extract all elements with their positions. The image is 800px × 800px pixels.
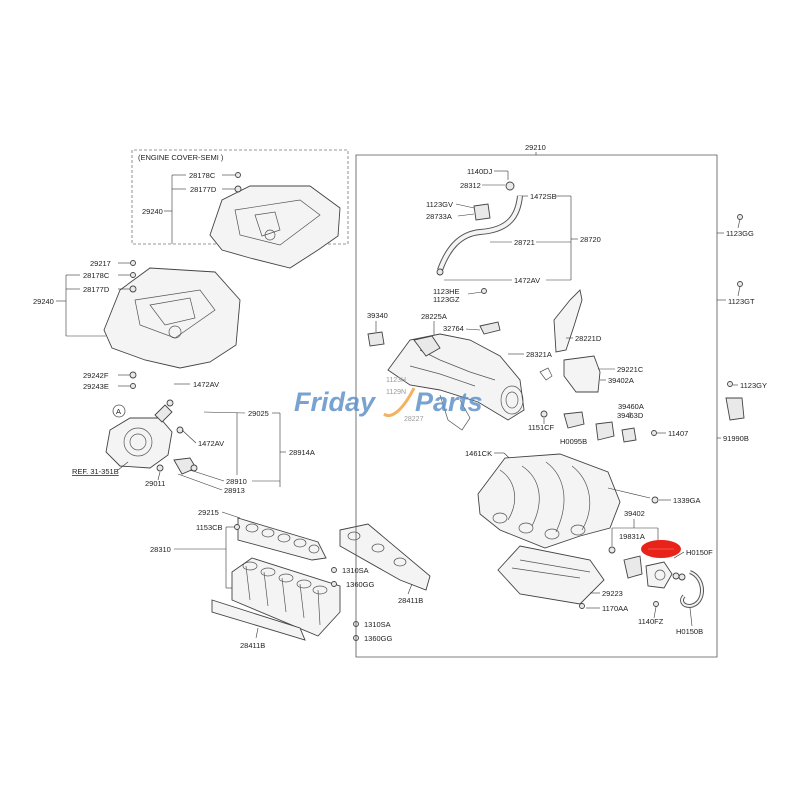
label-28227: 28227	[404, 416, 424, 423]
label-39402A: 39402A	[608, 376, 634, 385]
label-1123GY: 1123GY	[740, 381, 767, 390]
engine-cover-upper	[209, 185, 341, 269]
group-title: (ENGINE COVER-SEMI )	[138, 153, 224, 162]
label-1153CB: 1153CB	[196, 523, 223, 532]
label-1123GV: 1123GV	[426, 200, 453, 209]
label-28720: 28720	[580, 235, 601, 244]
label-29243E: 29243E	[83, 382, 109, 391]
label-28177D-a: 28177D	[190, 185, 217, 194]
bracket-29221C	[563, 355, 601, 393]
label-1140DJ: 1140DJ	[467, 167, 493, 176]
label-39402: 39402	[624, 509, 645, 518]
label-1310SA-b: 1310SA	[364, 620, 391, 629]
label-1123GZ: 1123GZ	[433, 295, 460, 304]
label-28178C-a: 28178C	[189, 171, 216, 180]
label-H0150B: H0150B	[676, 627, 703, 636]
label-1123GG: 1123GG	[726, 229, 754, 238]
label-28910: 28910	[226, 477, 247, 486]
label-28177D-b: 28177D	[83, 285, 110, 294]
label-1461CK: 1461CK	[465, 449, 492, 458]
right-bolts-group: 1123GG 1123GT	[717, 214, 755, 306]
engine-cover-lower: 29217 28178C 28177D 29240 29242F 29243E	[33, 259, 241, 391]
label-ref-31-351B: REF. 31-351B	[72, 467, 119, 476]
bottom-cover-29223	[497, 545, 605, 605]
upper-plenum-group: 1123HE 1123GZ 39340 28225A 32764 28321A …	[367, 287, 767, 446]
watermark-text-friday: Friday	[294, 387, 377, 417]
label-29240-b: 29240	[33, 297, 54, 306]
label-1360GG-b: 1360GG	[364, 634, 393, 643]
lower-intake-manifold	[231, 557, 341, 637]
label-28221D: 28221D	[575, 334, 602, 343]
label-28321A: 28321A	[526, 350, 552, 359]
label-28913: 28913	[224, 486, 245, 495]
label-1123H-ghost: 1123H	[386, 377, 406, 384]
label-1339GA: 1339GA	[673, 496, 701, 505]
watermark-text-parts: Parts	[415, 387, 483, 417]
label-1151CF: 1151CF	[528, 423, 555, 432]
label-28310: 28310	[150, 545, 171, 554]
purge-control-valve	[645, 561, 673, 589]
label-91990B: 91990B	[723, 434, 749, 443]
label-1472SB: 1472SB	[530, 192, 557, 201]
label-H0095B: H0095B	[560, 437, 587, 446]
main-assembly-box: 29210	[355, 143, 718, 658]
label-29242F: 29242F	[83, 371, 109, 380]
label-1310SA-a: 1310SA	[342, 566, 369, 575]
watermark: Friday Parts	[294, 387, 483, 417]
label-28312: 28312	[460, 181, 481, 190]
label-28411B-a: 28411B	[398, 596, 423, 605]
label-29215: 29215	[198, 508, 219, 517]
label-29240-a: 29240	[142, 207, 163, 216]
label-1129N-ghost: 1129N	[386, 389, 406, 396]
label-28733A: 28733A	[426, 212, 452, 221]
bracket-28221D	[553, 289, 583, 353]
label-29223: 29223	[602, 589, 623, 598]
label-19831A: 19831A	[619, 532, 645, 541]
label-11407: 11407	[668, 429, 688, 438]
label-circle-A: A	[116, 407, 121, 416]
intake-gasket	[237, 517, 327, 561]
lower-pan-group: 29223 1170AA	[497, 545, 628, 613]
label-39463D: 39463D	[617, 411, 644, 420]
second-intake-gasket	[339, 523, 431, 591]
label-28721: 28721	[514, 238, 535, 247]
pcv-hose-group: 1140DJ 28312 1472SB 1123GV 28733A 28721 …	[426, 167, 601, 285]
throttle-body	[105, 417, 173, 469]
label-1140FZ: 1140FZ	[638, 617, 664, 626]
label-29025: 29025	[248, 409, 269, 418]
label-28914A: 28914A	[289, 448, 315, 457]
watermark-swoosh-icon	[383, 387, 416, 417]
callout-circle-a	[112, 404, 126, 418]
label-1360GG-a: 1360GG	[346, 580, 375, 589]
label-29217: 29217	[90, 259, 111, 268]
mid-manifold-group: 1461CK 1339GA 39402 19831A H0150F	[465, 449, 713, 636]
intake-manifold-mid	[477, 453, 621, 549]
label-39460A: 39460A	[618, 402, 644, 411]
label-1472AV-a: 1472AV	[193, 380, 219, 389]
label-1472AV-c: 1472AV	[514, 276, 540, 285]
label-28225A: 28225A	[421, 312, 447, 321]
label-28411B-b: 28411B	[240, 641, 265, 650]
label-H0150F: H0150F	[686, 548, 713, 557]
engine-cover-group: (ENGINE COVER-SEMI ) 28178C 28177D 29240	[131, 149, 349, 269]
label-39340: 39340	[367, 311, 388, 320]
label-32764: 32764	[443, 324, 464, 333]
lower-intake-group: 29215 1153CB 28310 28411B 131	[150, 508, 431, 650]
label-1123GT: 1123GT	[728, 297, 755, 306]
label-1123HE: 1123HE	[433, 287, 460, 296]
label-29011: 29011	[145, 479, 165, 488]
label-1472AV-b: 1472AV	[198, 439, 224, 448]
label-1170AA: 1170AA	[602, 604, 628, 613]
label-28178C-b: 28178C	[83, 271, 110, 280]
throttle-body-group: 1472AV 29025 1472AV 28914A A REF. 31-351…	[72, 380, 315, 495]
label-29210: 29210	[525, 143, 546, 152]
label-29221C: 29221C	[617, 365, 644, 374]
